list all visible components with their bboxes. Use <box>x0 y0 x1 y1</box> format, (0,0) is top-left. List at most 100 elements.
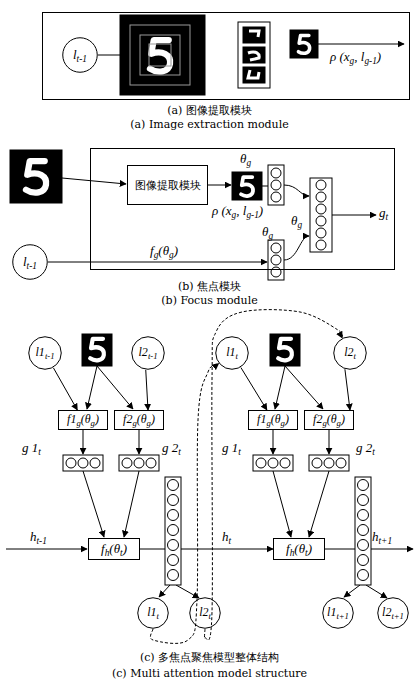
caption: (a) 图像提取模块 <box>0 103 419 118</box>
neuron <box>256 458 266 468</box>
arrow <box>87 366 97 409</box>
glimpse <box>232 172 262 200</box>
hidden-vector <box>355 477 371 585</box>
neuron <box>316 180 326 190</box>
math-label: l1t-1 <box>36 346 55 359</box>
neuron <box>316 240 326 250</box>
arrow <box>208 185 231 186</box>
patch-stroke <box>248 70 259 78</box>
arrow <box>97 366 133 409</box>
digit-image <box>10 150 62 203</box>
arrow <box>329 430 330 454</box>
arrow <box>284 185 309 196</box>
vector-box <box>253 455 293 471</box>
subscript: t <box>235 351 237 361</box>
math-label: f2g(θg) <box>313 413 345 426</box>
math-label: ρ (xg, lg-1) <box>330 50 381 64</box>
function-box: f1g(θg) <box>58 410 108 430</box>
vector-box <box>309 455 349 471</box>
subscript: t <box>238 447 241 457</box>
wire <box>98 55 120 56</box>
signal-label: ht+1 <box>372 530 392 544</box>
feedback-connector <box>204 310 342 641</box>
vector-box <box>63 455 103 471</box>
subscript: t <box>353 351 355 361</box>
math-label: l2t-1 <box>139 346 158 359</box>
subscript: t <box>229 536 232 546</box>
math-label: fh(θt) <box>101 542 127 556</box>
vector-box <box>268 240 284 280</box>
neuron <box>316 228 326 238</box>
neuron <box>271 267 281 277</box>
vector-box <box>119 455 159 471</box>
neuron <box>312 458 322 468</box>
neuron <box>134 458 144 468</box>
neuron <box>324 458 334 468</box>
neuron <box>336 458 346 468</box>
subscript: t-1 <box>77 54 87 64</box>
panel-b-art <box>10 150 376 280</box>
math-label: fh(θt) <box>286 542 312 556</box>
circle-outline <box>190 598 221 629</box>
connector <box>345 369 350 410</box>
location-circle: lt-1 <box>12 244 48 280</box>
subscript: g <box>281 418 285 428</box>
vector-box <box>310 178 332 252</box>
glimpse-square <box>149 44 171 66</box>
signal-label: gt <box>379 206 388 220</box>
subscript: g <box>268 231 273 241</box>
signal-label: ht-1 <box>30 530 47 544</box>
subscript: g <box>350 56 355 66</box>
signal-label: g 1t <box>22 441 41 455</box>
math-label: fg(θg) <box>150 244 178 258</box>
signal-label: g 1t <box>222 441 241 455</box>
math-label: θg <box>240 152 251 166</box>
subscript: t-1 <box>45 351 55 361</box>
neuron <box>316 204 326 214</box>
edge-label: ht <box>222 530 231 544</box>
digit-image <box>120 15 205 95</box>
caption: (c) Multi attention model structure <box>0 667 419 680</box>
subscript: g-1 <box>364 56 376 66</box>
patch <box>243 47 265 63</box>
digit-stroke <box>26 161 46 193</box>
arrow <box>6 549 87 550</box>
location-circle: l1t-1 <box>28 336 62 370</box>
patch <box>243 67 265 83</box>
patch-stroke <box>249 31 259 37</box>
subscript: t+1 <box>391 611 404 621</box>
subscript: t+1 <box>336 611 349 621</box>
arrow <box>284 236 309 260</box>
location-circle: l2t <box>333 336 367 370</box>
digit-stroke <box>278 339 292 361</box>
vector-box <box>268 165 284 205</box>
subscript: g <box>91 418 95 428</box>
math-label: l2t <box>199 606 211 619</box>
subscript: t <box>305 548 308 558</box>
neuron <box>122 458 132 468</box>
arrow <box>366 585 387 598</box>
arrow <box>139 430 140 454</box>
neuron <box>316 216 326 226</box>
subscript: t-1 <box>27 261 37 271</box>
circle-outline <box>13 245 48 280</box>
caption: (b) 焦点模块 <box>0 279 419 294</box>
math-label: f1g(θg) <box>257 413 289 426</box>
math-label: ρ (xg, lg-1) <box>212 204 263 218</box>
neuron <box>271 168 281 178</box>
patch-stroke <box>248 52 259 60</box>
circle-outline <box>29 337 62 370</box>
neuron <box>271 180 281 190</box>
subscript: t <box>372 447 375 457</box>
neuron <box>66 458 76 468</box>
math-label: l2t+1 <box>382 606 404 619</box>
glimpse-square <box>130 25 190 85</box>
arrow <box>90 262 267 263</box>
subscript: h <box>105 548 110 558</box>
location-circle: l1t <box>137 597 169 629</box>
math-label: l1t <box>226 346 238 359</box>
arrow <box>83 471 104 537</box>
subscript: h <box>290 548 295 558</box>
neuron <box>268 458 278 468</box>
